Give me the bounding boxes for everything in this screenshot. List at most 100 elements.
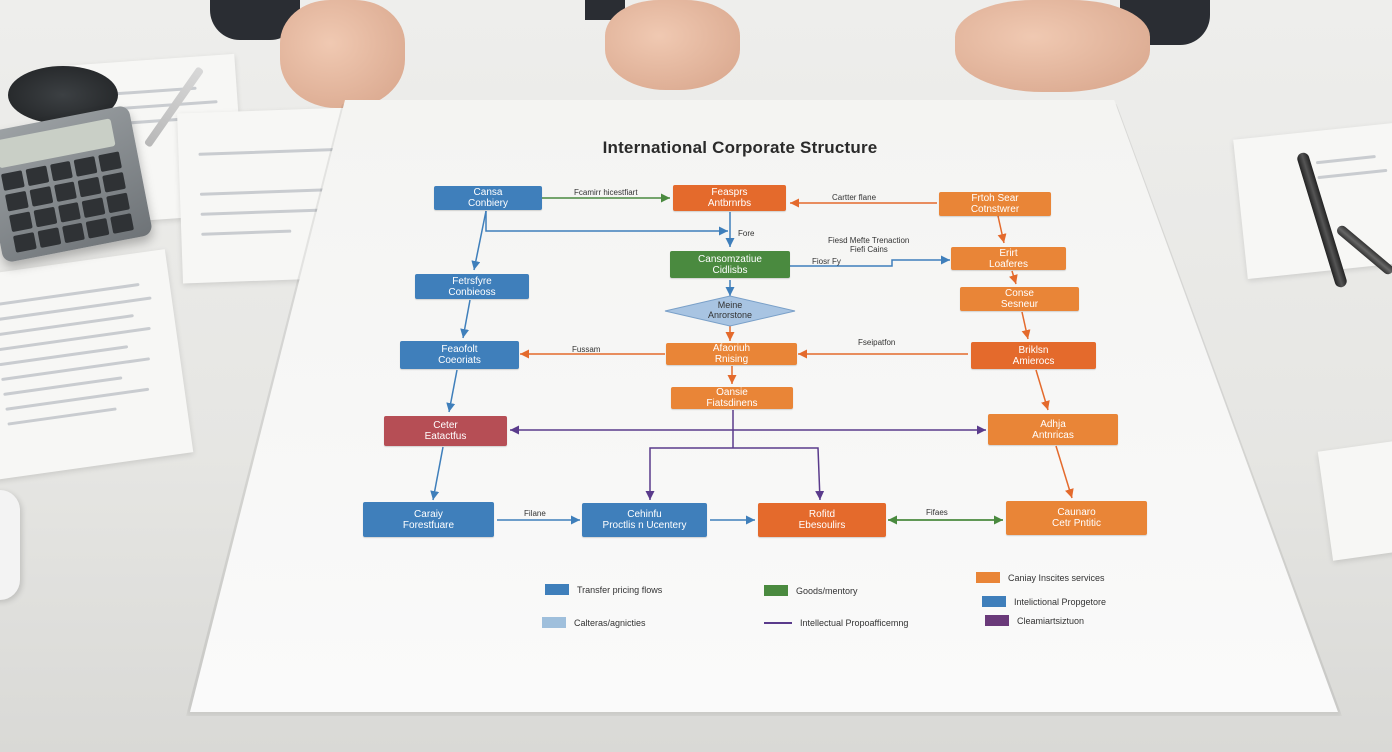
legend-services: Caniay Inscites services [976,572,1105,583]
edge-feaofolt-ceter [446,369,458,413]
legend-swatch [764,585,788,596]
mug [0,490,20,600]
edge-label-e3: Fore [738,229,755,238]
node-label: Feaofolt [441,344,478,355]
node-label: Cehinfu [627,509,662,520]
edge-cansomzatiue-erirt [790,255,950,267]
node-label: Loaferes [989,258,1028,270]
edge-label-e4b: Fiefi Cains [850,245,888,254]
middle-hand [605,0,740,90]
legend-calteras: Calteras/agnicties [542,617,646,628]
legend-swatch [982,596,1006,607]
legend-label: Cleamiartsiztuon [1017,615,1085,626]
node-label: Cansa [473,187,503,198]
node-label: Coeoriats [438,355,481,366]
legend-label: Caniay Inscites services [1008,572,1105,583]
legend-transfer-pricing: Transfer pricing flows [545,584,662,595]
legend-label: Goods/mentory [796,585,858,596]
node-label: Erirt [999,247,1018,259]
node-label: Rnising [714,354,749,365]
node-label: Adhja [1040,418,1066,430]
edge-label-e1: Fcamirr hicestfiart [574,188,638,197]
legend-clearing: Cleamiartsiztuon [985,615,1084,626]
edge-conse-briklsn [1021,311,1031,340]
edge-label-e7: Fseipatfon [858,338,896,347]
node-label: Briklsn [1018,344,1049,356]
node-label: Fiatsdinens [706,398,758,409]
legend-label: Intelictional Propgetore [1014,596,1107,607]
node-label: Antnricas [1032,429,1074,441]
edge-adhja-caunaro [1055,445,1074,499]
node-label: Caraiy [414,508,443,520]
legend-swatch [976,572,1000,583]
diamond-label-line1: Meine [717,300,743,310]
edge-label-e9: Fifaes [926,508,948,517]
left-hand [280,0,405,108]
edge-briklsn-adhja [1035,369,1050,411]
edge-cansa-fetrsfyre [471,210,487,271]
node-label: Feasprs [711,187,748,198]
node-label: Proctlis n Ucentery [602,520,687,531]
legend-swatch [542,617,566,628]
node-label: Ebesoulirs [798,520,846,531]
legend-label: Calteras/agnicties [574,617,646,628]
node-label: Cansomzatiue [698,253,762,265]
edge-label-e4: Fiesd Mefte Trenaction [828,236,910,245]
node-label: Ceter [433,420,458,431]
poster-title: International Corporate Structure [602,138,878,157]
right-hand [955,0,1150,92]
node-label: Forestfuare [402,519,455,531]
node-label: Oansie [716,387,748,398]
diamond-node [664,295,796,327]
edge-ceter-caraiy [430,446,444,501]
legend-line [764,622,792,624]
legend-ip-property: Intelictional Propgetore [982,596,1106,607]
edge-erirt-conse [1009,270,1018,285]
diamond-label-line2: Anrorstone [707,310,753,320]
edge-label-e8: Filane [524,509,546,518]
legend-goods: Goods/mentory [764,585,858,596]
node-label: Antbrnrbs [707,198,752,209]
edge-to-cehinfu [645,447,733,500]
edge-label-e5: Fiosr Fy [812,257,841,266]
edge-fetrsfyre-feaofolt [460,299,471,339]
node-label: Eatactfus [424,431,467,442]
edge-label-e6: Fussam [572,345,601,354]
node-label: Cotnstwrer [970,204,1020,215]
legend-label: Intellectual Propoafficemng [800,618,909,628]
node-label: Rofitd [808,509,836,520]
node-label: Cetr Pntitic [1052,518,1101,529]
node-label: Amierocs [1012,355,1055,367]
edge-frtoh-erirt [997,215,1007,244]
node-label: Afaoriuh [712,343,751,354]
node-label: Fetrsfyre [452,275,492,287]
legend-swatch [545,584,569,595]
node-label: Sesneur [1000,299,1039,310]
diamond-label: Meine Anrorstone [680,300,780,320]
node-label: Conbiery [467,198,509,209]
node-label: Caunaro [1057,507,1096,518]
edge-cansa-to-center [485,211,728,236]
node-label: Conbieoss [448,286,496,298]
legend-label: Transfer pricing flows [577,584,663,595]
legend-ip-line: Intellectual Propoafficemng [764,618,908,628]
